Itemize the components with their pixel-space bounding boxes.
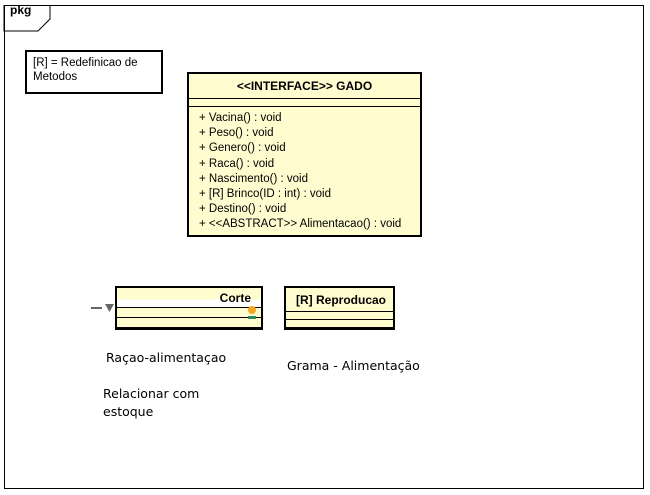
reproducao-attributes-compartment xyxy=(286,312,393,320)
collapse-arrow-icon[interactable] xyxy=(88,301,118,315)
note-line-1: [R] = Redefinicao de xyxy=(33,57,138,69)
note-line-2: Metodos xyxy=(33,71,78,83)
operation: + Genero() : void xyxy=(199,142,286,155)
gado-class-title: <<INTERFACE>> GADO xyxy=(189,74,420,99)
legend-note[interactable]: [R] = Redefinicao de Metodos xyxy=(25,50,163,94)
reproducao-operations-compartment xyxy=(286,320,393,328)
corte-attributes-compartment xyxy=(117,308,261,318)
operation: + Raca() : void xyxy=(199,157,275,170)
operation: + Vacina() : void xyxy=(199,112,282,124)
relacionar-text-line-1: Relacionar com xyxy=(103,386,200,401)
corte-class-title: Corte xyxy=(117,288,261,308)
operation: + Peso() : void xyxy=(199,127,274,140)
grama-text: Grama - Alimentação xyxy=(287,358,420,373)
gado-interface-class[interactable]: <<INTERFACE>> GADO + Vacina() : void + P… xyxy=(187,72,422,237)
operation: + Nascimento() : void xyxy=(199,172,308,185)
operation: + <<ABSTRACT>> Alimentacao() : void xyxy=(199,218,402,231)
relacionar-text-line-2: estoque xyxy=(103,404,154,419)
gado-operations-compartment: + Vacina() : void + Peso() : void + Gene… xyxy=(189,107,420,233)
corte-class[interactable]: Corte xyxy=(115,286,263,330)
gado-attributes-compartment xyxy=(189,99,420,107)
reproducao-class[interactable]: [R] Reproducao xyxy=(284,286,395,330)
operation: + [R] Brinco(ID : int) : void xyxy=(199,188,331,201)
package-frame xyxy=(4,5,644,489)
package-label: pkg xyxy=(10,3,32,17)
class-status-indicator-icon xyxy=(248,306,256,319)
operation: + Destino() : void xyxy=(199,203,287,216)
corte-operations-compartment xyxy=(117,318,261,328)
racao-text: Raçao-alimentaçao xyxy=(106,350,227,365)
reproducao-class-title: [R] Reproducao xyxy=(286,288,393,312)
